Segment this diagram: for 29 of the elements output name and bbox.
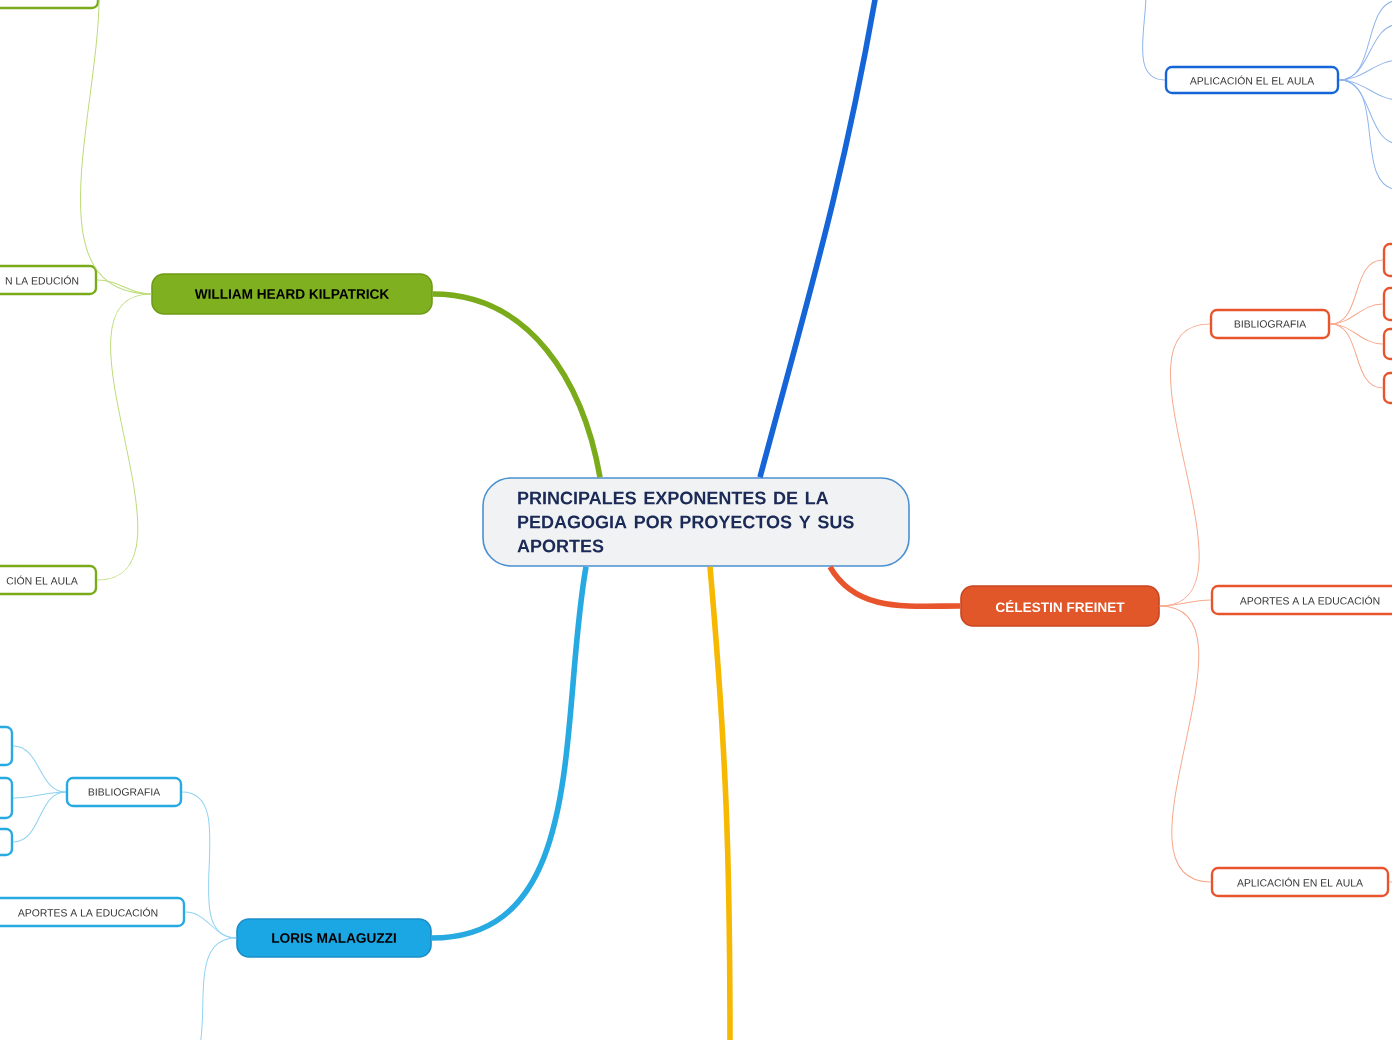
branch-line <box>12 745 67 793</box>
empty-box <box>1382 327 1392 361</box>
branch-line <box>184 911 237 939</box>
empty-box <box>1382 242 1392 278</box>
empty-box <box>0 0 100 10</box>
empty-box <box>0 776 14 820</box>
branch-line <box>1142 0 1166 81</box>
branch-line <box>1329 323 1384 389</box>
branch-line <box>12 791 67 843</box>
branch-line <box>431 566 589 941</box>
branch-line <box>199 937 237 1040</box>
branch-line <box>1159 599 1212 607</box>
branch-line <box>1329 323 1384 345</box>
empty-box <box>0 725 14 767</box>
branch-line <box>1329 303 1384 325</box>
empty-box <box>0 827 14 857</box>
branch-line <box>827 565 961 610</box>
branch-line <box>96 293 152 581</box>
branch-line <box>757 0 879 478</box>
branch-line <box>432 291 603 478</box>
branch-line <box>1338 79 1392 191</box>
branch-line <box>1159 605 1212 883</box>
branch-line <box>96 279 152 295</box>
central-topic-box: PRINCIPALES EXPONENTES DE LA PEDAGOGIA POR PROYECTOS Y SUS APORTES <box>482 477 910 567</box>
branch-line <box>707 566 733 1040</box>
branch-line <box>1338 59 1392 81</box>
branch-line <box>12 791 67 799</box>
empty-box <box>1382 371 1392 405</box>
empty-box <box>1382 286 1392 322</box>
